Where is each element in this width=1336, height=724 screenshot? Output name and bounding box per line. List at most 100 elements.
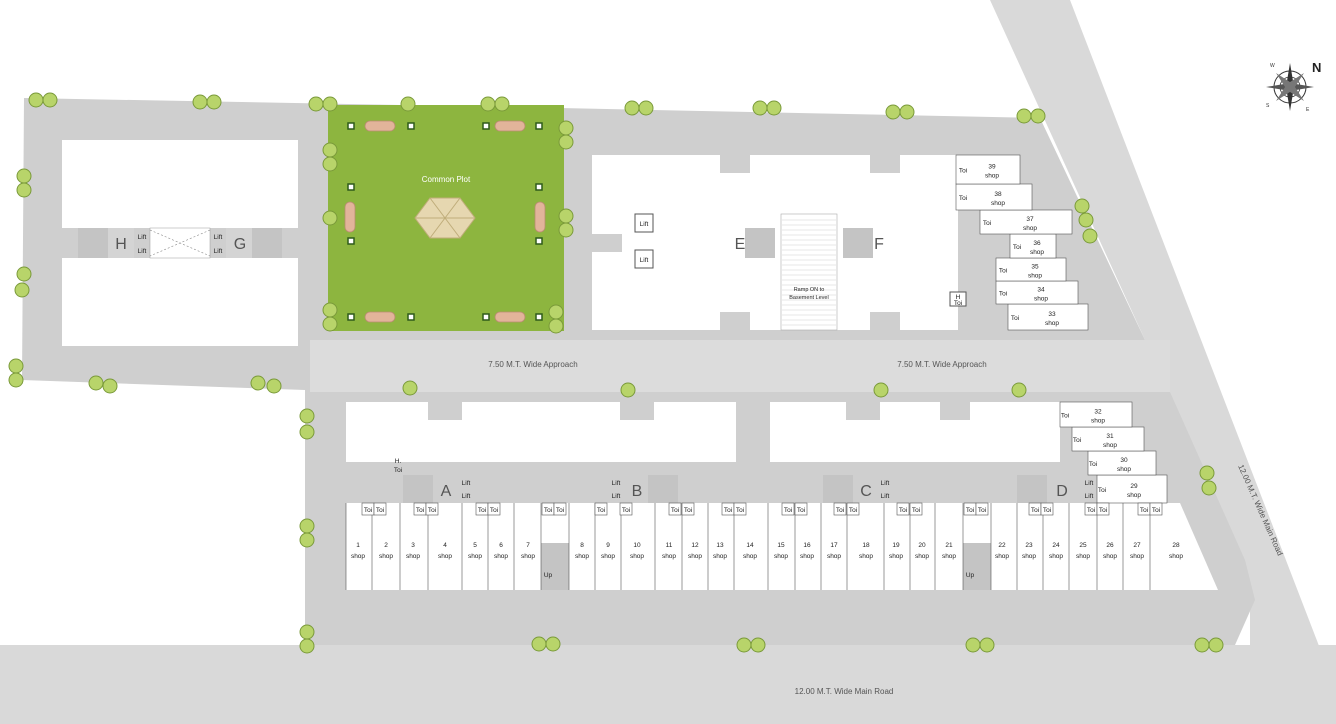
svg-text:Toi: Toi (671, 507, 679, 514)
shop-label: shop (494, 553, 508, 560)
shop-box (1059, 401, 1133, 428)
svg-text:Toi: Toi (478, 507, 486, 514)
svg-text:Toi: Toi (428, 507, 436, 514)
shop-number: 25 (1079, 542, 1087, 549)
lift-box-e2 (634, 249, 654, 269)
shop-label: shop (379, 553, 393, 560)
shop-label: shop (985, 173, 999, 180)
svg-text:Toi: Toi (724, 507, 732, 514)
shop-label: shop (1045, 320, 1059, 327)
svg-text:Toi: Toi (1099, 507, 1107, 514)
shop-number: 24 (1052, 542, 1060, 549)
lift-label: Lift (214, 248, 223, 255)
svg-text:Toi: Toi (376, 507, 384, 514)
toilet-box: Toi (833, 502, 847, 516)
common-plot-label: Common Plot (422, 175, 471, 184)
toilet-box: Toi (1040, 502, 1054, 516)
benches (344, 120, 546, 323)
shop-number: 3 (411, 542, 415, 549)
shop-number: 31 (1106, 433, 1114, 440)
lift-label: Lift (462, 493, 471, 500)
svg-text:Toi: Toi (978, 507, 986, 514)
toi-label: Toi (983, 220, 991, 227)
shop-label: shop (688, 553, 702, 560)
shop-label: shop (915, 553, 929, 560)
toi-label: Toi (999, 291, 1007, 298)
toilet-box: Toi (413, 502, 427, 516)
svg-text:Toi: Toi (736, 507, 744, 514)
svg-text:S: S (1266, 103, 1270, 109)
shop-box (1096, 474, 1168, 504)
toilet-box: Toi (909, 502, 923, 516)
ef-notches (592, 155, 900, 330)
toilet-box: Toi (781, 502, 795, 516)
shop-number: 20 (918, 542, 926, 549)
toi-label: Toi (394, 467, 402, 474)
svg-text:Toi: Toi (966, 507, 974, 514)
svg-text:Toi: Toi (1043, 507, 1051, 514)
lift-label: Lift (881, 493, 890, 500)
h-label: H. (395, 458, 402, 465)
shop-number: 8 (580, 542, 584, 549)
svg-text:Toi: Toi (490, 507, 498, 514)
toilet-box: Toi (1084, 502, 1098, 516)
shop-number: 16 (803, 542, 811, 549)
lift-label: Lift (640, 257, 649, 264)
lift-label: Lift (612, 493, 621, 500)
svg-text:Toi: Toi (1087, 507, 1095, 514)
lift-label: Lift (138, 234, 147, 241)
right-upper-shops: 33shopToi34shopToi35shopToi36shopToi37sh… (955, 154, 1089, 331)
toilet-box: Toi (846, 502, 860, 516)
toilet-box: Toi (619, 502, 633, 516)
shop-label: shop (468, 553, 482, 560)
toi-label: Toi (1098, 487, 1106, 494)
h-label: H (956, 294, 961, 301)
svg-text:Toi: Toi (912, 507, 920, 514)
svg-text:Toi: Toi (1152, 507, 1160, 514)
building-a-label: A (441, 483, 452, 500)
shop-number: 19 (892, 542, 900, 549)
lift-label: Lift (462, 480, 471, 487)
toilet-box: Toi (1149, 502, 1163, 516)
shop-label: shop (1049, 553, 1063, 560)
building-b-label: B (632, 483, 643, 500)
lift-label: Lift (138, 248, 147, 255)
ramp (780, 213, 838, 331)
shop-label: shop (1030, 249, 1044, 256)
shop-label: shop (774, 553, 788, 560)
shop-number: 35 (1031, 264, 1039, 271)
core-stairs (403, 475, 1047, 590)
shop-number: 32 (1094, 409, 1102, 416)
lift-box-e1 (634, 213, 654, 233)
shop-number: 29 (1130, 483, 1138, 490)
shop-number: 4 (443, 542, 447, 549)
toi-label: Toi (1073, 437, 1081, 444)
shop-label: shop (438, 553, 452, 560)
shop-label: shop (1117, 466, 1131, 473)
shop-number: 5 (473, 542, 477, 549)
toilet-box: Toi (425, 502, 439, 516)
toilet-box: Toi (1137, 502, 1151, 516)
toi-label: Toi (954, 300, 962, 307)
toilet-box: Toi (721, 502, 735, 516)
shop-number: 6 (499, 542, 503, 549)
shop-label: shop (1169, 553, 1183, 560)
toilet-box: Toi (1028, 502, 1042, 516)
shop-number: 7 (526, 542, 530, 549)
shop-number: 26 (1106, 542, 1114, 549)
toilet-box: Toi (594, 502, 608, 516)
toilet-box: Toi (963, 502, 977, 516)
approach-road-left-label: 7.50 M.T. Wide Approach (488, 360, 577, 369)
shop-number: 34 (1037, 287, 1045, 294)
shop-label: shop (995, 553, 1009, 560)
lift-label: Lift (214, 234, 223, 241)
building-e-label: E (735, 236, 746, 253)
toi-label: Toi (959, 195, 967, 202)
shop-label: shop (1034, 296, 1048, 303)
toilet-box: Toi (361, 502, 375, 516)
shop-number: 12 (691, 542, 699, 549)
stairs-hg (78, 228, 282, 258)
shop-label: shop (601, 553, 615, 560)
